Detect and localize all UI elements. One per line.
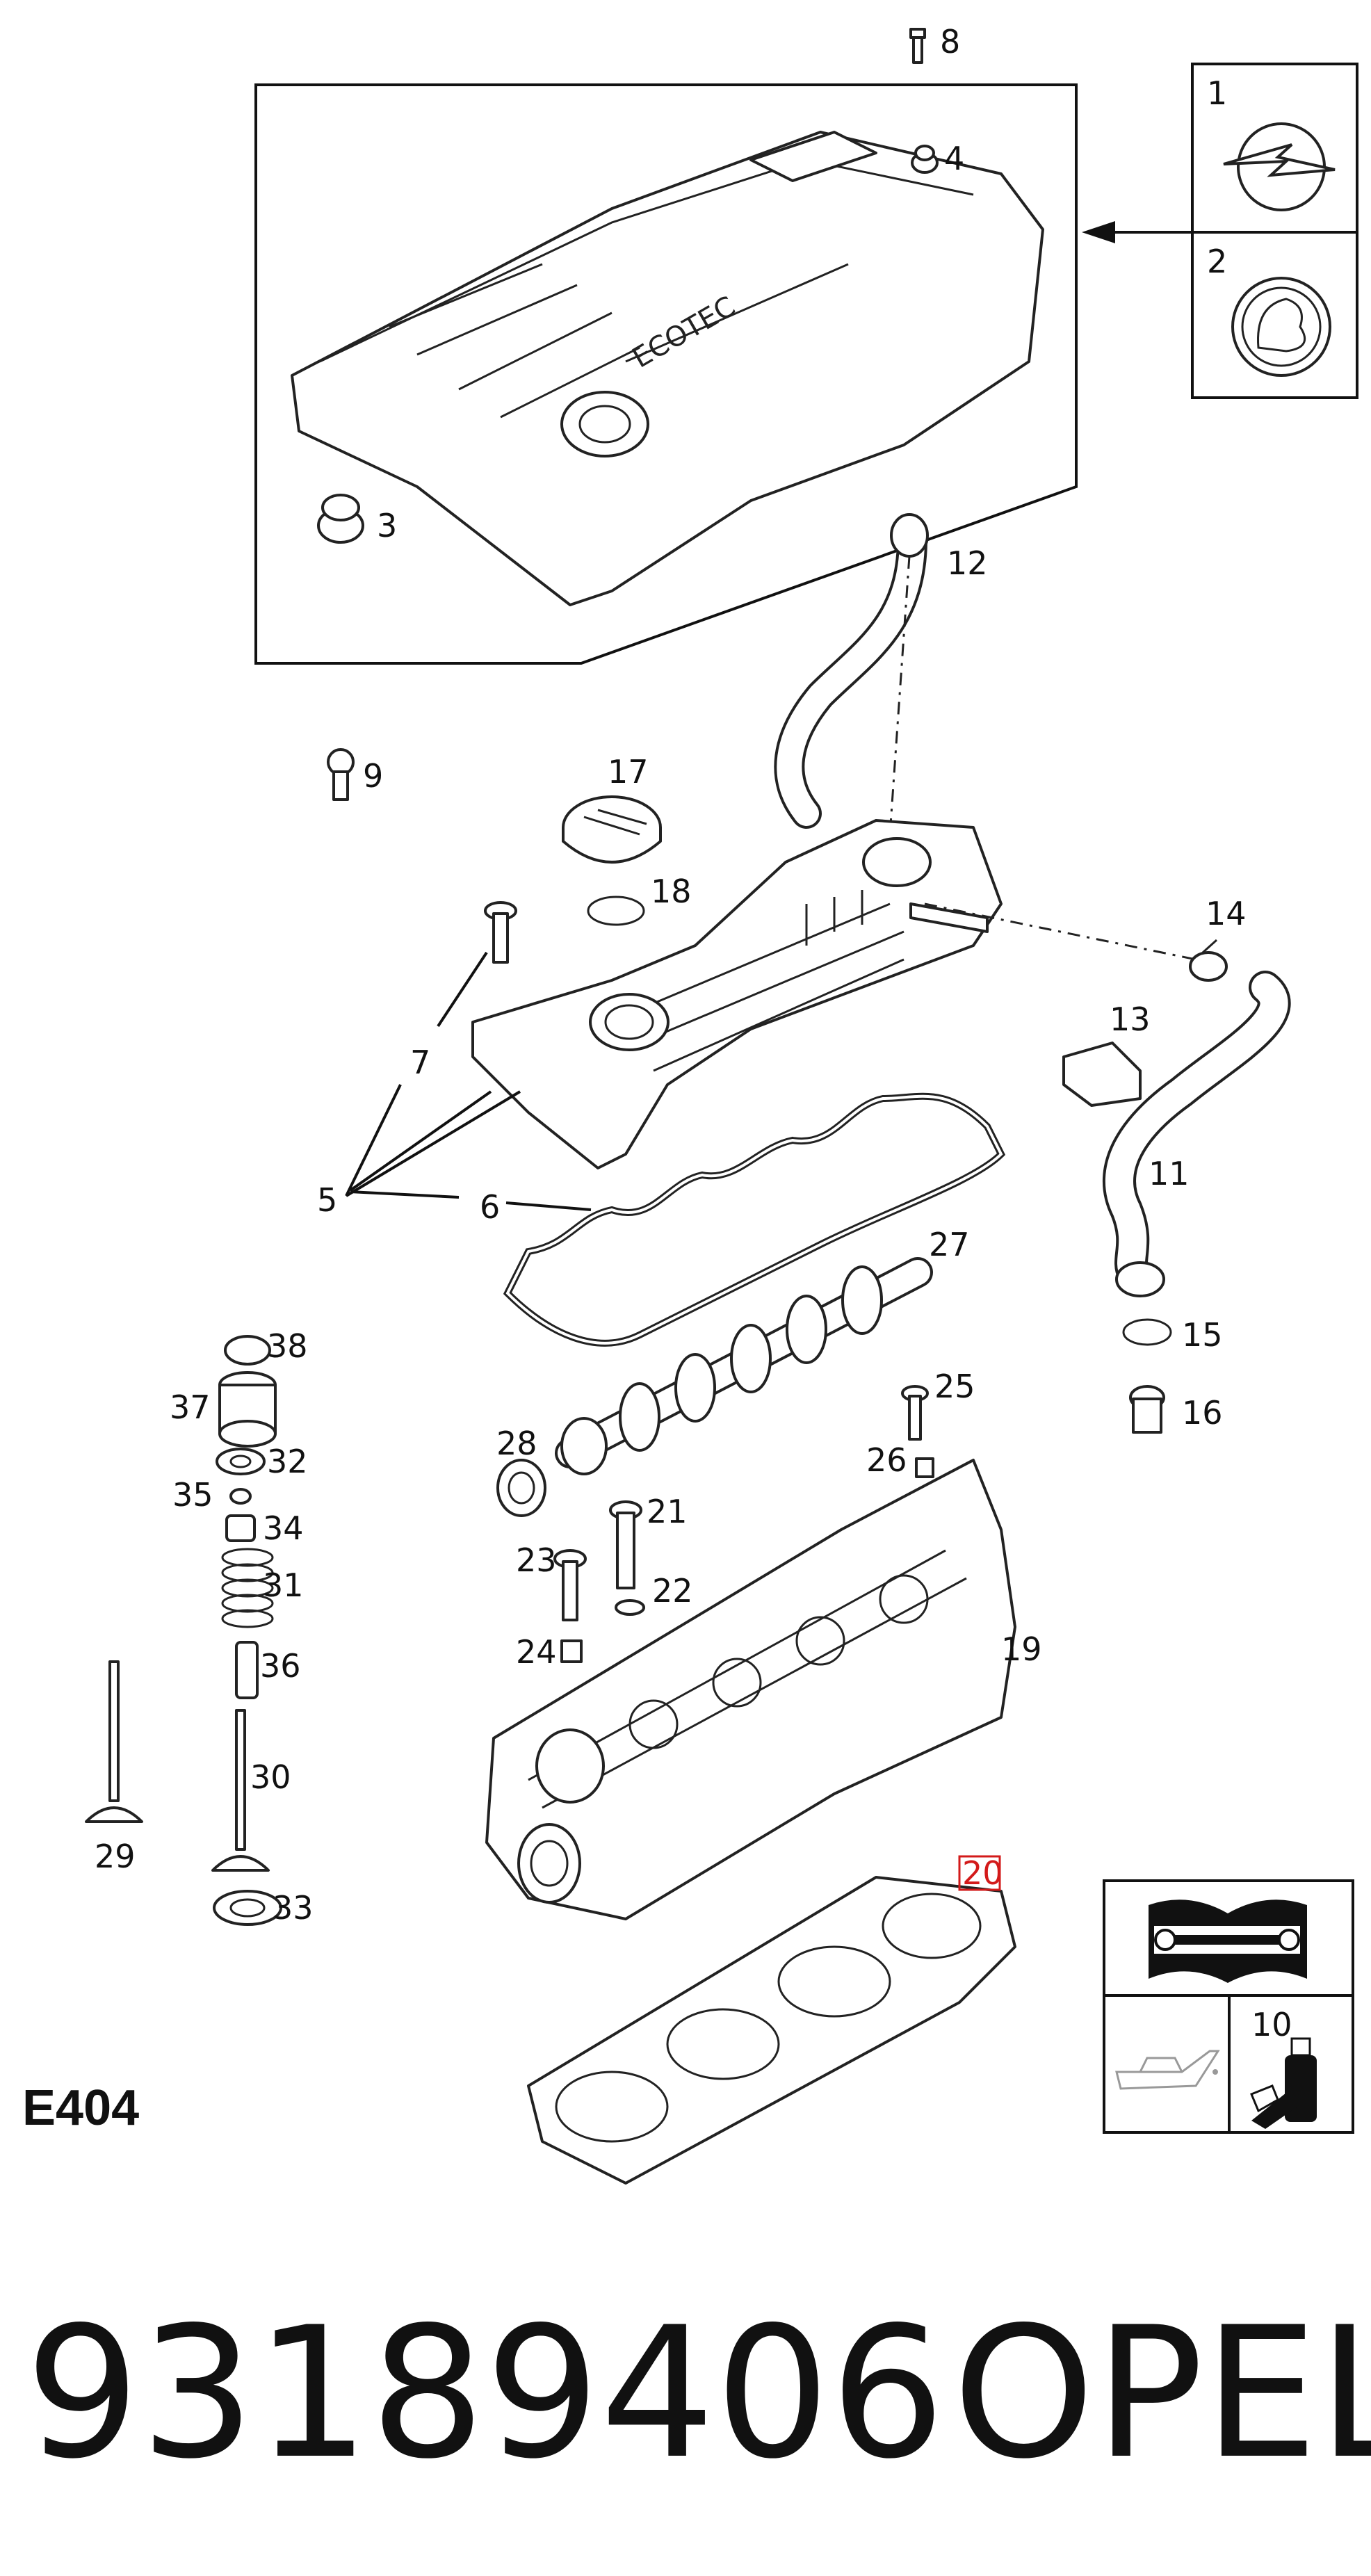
callout-24: 24 (516, 1633, 557, 1671)
camshaft-seal-28 (496, 1459, 546, 1517)
camshaft-27 (555, 1257, 933, 1475)
callout-34: 34 (263, 1509, 304, 1547)
callout-10: 10 (1251, 2006, 1292, 2043)
cylinder-head-cover (471, 819, 1003, 1169)
diagram-code: E404 (22, 2080, 139, 2136)
vauxhall-emblem-icon (1231, 277, 1331, 377)
valve-30 (211, 1709, 270, 1872)
bolt-23 (553, 1549, 587, 1621)
head-bolt-21 (609, 1500, 642, 1589)
rocker-cover-gasket-6 (503, 1092, 1006, 1347)
callout-13: 13 (1110, 1001, 1151, 1038)
hose-clamp-14 (1189, 939, 1228, 982)
callout-15: 15 (1182, 1316, 1223, 1354)
cover-bolt-8 (909, 28, 926, 64)
tappet-37 (218, 1371, 277, 1448)
callout-14: 14 (1206, 895, 1247, 932)
cover-nut-4 (911, 145, 939, 174)
callout-28: 28 (496, 1425, 537, 1462)
callout-18: 18 (651, 873, 692, 910)
washer-22 (615, 1599, 645, 1616)
callout-11: 11 (1149, 1155, 1190, 1192)
spring-retainer-32 (216, 1448, 266, 1475)
callout-9: 9 (363, 757, 383, 795)
opel-emblem-icon (1223, 122, 1336, 211)
valve-spring-31 (221, 1548, 274, 1628)
callout-37: 37 (170, 1388, 211, 1426)
part-number: 93189406 (25, 2289, 945, 2499)
callout-12: 12 (947, 544, 988, 582)
valve-guide-36 (235, 1641, 259, 1699)
cover-grommet-3 (317, 494, 364, 544)
callout-21: 21 (647, 1493, 688, 1530)
callout-17: 17 (608, 753, 649, 791)
cylinder-head-19 (485, 1459, 1016, 1920)
callout-26: 26 (866, 1441, 907, 1479)
hose-connector-16 (1129, 1385, 1165, 1434)
callout-30: 30 (250, 1758, 291, 1796)
bolt-9 (327, 748, 355, 801)
head-gasket-20 (527, 1876, 1016, 2185)
valve-cap-38 (224, 1335, 271, 1366)
callout-16: 16 (1182, 1394, 1223, 1432)
bolt-25 (901, 1385, 929, 1441)
callout-22: 22 (652, 1572, 693, 1610)
hose-clamp-13 (1062, 1042, 1142, 1107)
breather-hose-11 (924, 902, 1291, 1297)
callout-38: 38 (267, 1327, 308, 1365)
leader-lines (345, 951, 592, 1211)
engine-cover: ECOTEC (291, 131, 1044, 606)
oil-can-icon (1115, 2050, 1220, 2090)
hose-clamp-15 (1122, 1318, 1172, 1346)
callout-29: 29 (95, 1838, 136, 1875)
callout-19: 19 (1001, 1630, 1042, 1668)
filler-cap-seal-18 (587, 896, 645, 926)
dowel-24 (560, 1639, 583, 1663)
callout-27: 27 (929, 1226, 970, 1263)
callout-36: 36 (260, 1647, 301, 1685)
brand-name: OPEL (952, 2289, 1371, 2499)
callout-31: 31 (263, 1566, 304, 1604)
callout-33: 33 (273, 1889, 314, 1927)
cover-bolt-7 (484, 901, 517, 964)
callout-1: 1 (1207, 74, 1227, 112)
callout-7: 7 (410, 1044, 430, 1081)
callout-20: 20 (962, 1854, 1003, 1892)
callout-8: 8 (940, 23, 960, 60)
callout-35: 35 (172, 1476, 213, 1514)
callout-5: 5 (317, 1181, 337, 1219)
callout-6: 6 (480, 1188, 500, 1226)
callout-23: 23 (516, 1541, 557, 1579)
dowel-26 (915, 1457, 934, 1478)
service-manual-icon (1149, 1899, 1307, 1983)
callout-4: 4 (944, 140, 964, 177)
valve-stem-seal-34 (225, 1514, 256, 1542)
callout-25: 25 (934, 1368, 975, 1405)
oil-filler-cap-17 (562, 795, 662, 864)
valve-cotter-35 (229, 1488, 252, 1505)
callout-labels: 1 2 3 4 5 6 7 8 9 10 11 12 13 14 15 16 1… (95, 23, 1292, 2043)
sealant-tube-icon (1250, 2037, 1317, 2129)
valve-29 (85, 1660, 143, 1823)
service-info-box (1103, 1879, 1354, 2134)
callout-20-highlight (958, 1855, 1001, 1891)
valve-seat-33 (213, 1890, 282, 1926)
emblem-pointer-arrow (1082, 221, 1192, 243)
callout-3: 3 (377, 507, 397, 544)
callout-32: 32 (267, 1443, 308, 1480)
emblem-box (1191, 63, 1358, 399)
callout-2: 2 (1207, 243, 1227, 280)
breather-hose-12 (774, 513, 929, 835)
